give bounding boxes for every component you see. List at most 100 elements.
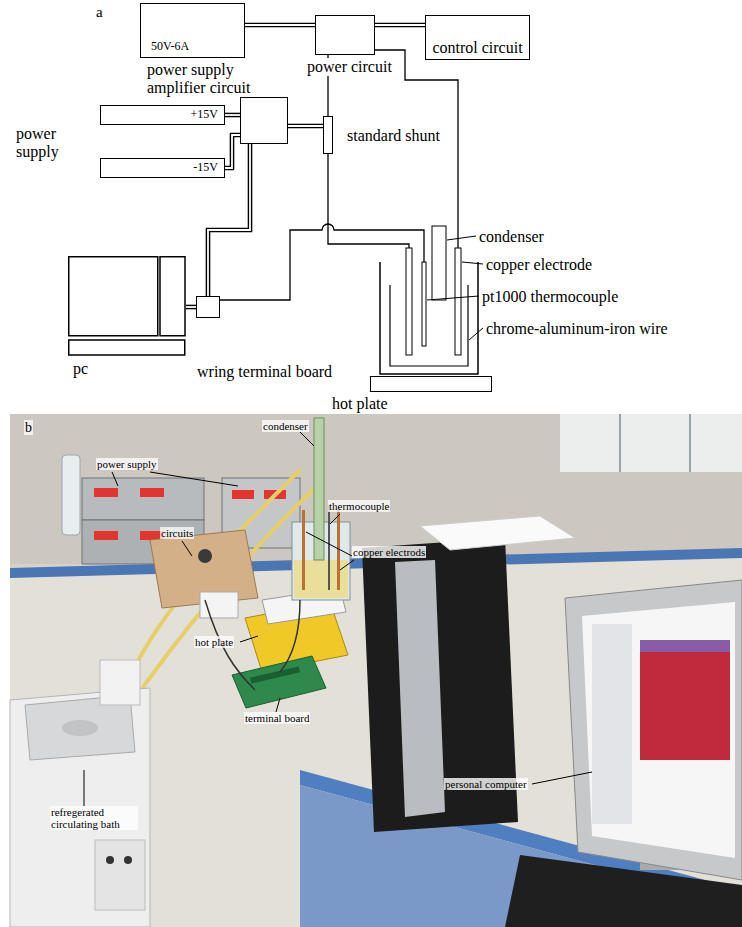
box-label: power circuit <box>306 58 393 76</box>
photo-label: terminal board <box>244 712 310 724</box>
computer-drawing <box>68 256 186 356</box>
keyboard <box>505 855 742 927</box>
photo-label: circuits <box>160 527 194 539</box>
double-wire <box>245 24 315 26</box>
circuit-box <box>198 549 212 563</box>
double-wire <box>186 305 196 310</box>
box-label: standard shunt <box>346 127 441 145</box>
wire-connector <box>225 115 240 116</box>
lab-photo <box>689 414 691 472</box>
box-label: hot plate <box>331 395 389 413</box>
leader-line <box>306 532 352 556</box>
box-text: -15V <box>193 161 218 174</box>
wire-connector <box>186 307 196 308</box>
double-wire <box>375 23 425 28</box>
leader-line <box>112 472 118 486</box>
double-wire <box>225 135 240 168</box>
leader-line <box>447 236 476 240</box>
control-circuit-box: control circuit <box>425 15 530 60</box>
circulating-bath <box>95 840 145 910</box>
amplifier-circuit-box: amplifier circuit <box>240 97 288 144</box>
computer: pc <box>68 256 186 356</box>
wire <box>375 50 458 248</box>
part-label: copper electrode <box>485 256 593 274</box>
box-text: 50V-6A <box>151 40 189 53</box>
power-supply-units <box>232 490 254 499</box>
voltage-box: +15V <box>100 105 225 125</box>
power-supply-box: 50V-6Apower supply <box>140 3 245 58</box>
monitor <box>640 640 730 652</box>
photo-label: hot plate <box>194 636 234 648</box>
circulating-bath <box>100 660 140 705</box>
monitor <box>565 580 742 880</box>
box-text: control circuit <box>432 39 522 57</box>
double-wire <box>288 125 323 127</box>
wire <box>220 50 458 300</box>
photo-label: copper electrods <box>352 546 426 558</box>
double-wire <box>225 114 240 116</box>
hot-plate: hot plate <box>370 376 492 392</box>
leader-line <box>427 296 479 300</box>
yellow-tubes <box>120 470 318 706</box>
double-wire <box>288 124 323 129</box>
photo-label: condenser <box>262 420 309 432</box>
outlet-strip <box>200 592 238 618</box>
terminal-board-photo <box>250 666 300 683</box>
power-supply-units <box>140 488 164 497</box>
standard-shunt: standard shunt <box>323 116 333 154</box>
beaker-setup <box>455 248 461 355</box>
part-label: a <box>95 4 104 21</box>
water-bottle <box>62 455 80 535</box>
cables <box>280 600 300 672</box>
lab-photo <box>10 414 742 927</box>
circulating-bath <box>10 660 150 927</box>
leader-line <box>150 472 238 486</box>
box-label: wring terminal board <box>196 363 333 381</box>
wire-connector <box>225 135 240 168</box>
part-label: pt1000 thermocouple <box>481 288 619 306</box>
monitor <box>592 624 632 824</box>
wire-connector <box>245 25 315 26</box>
photo-label: refregerated circulating bath <box>50 806 138 830</box>
photo-label: thermocouple <box>328 500 390 512</box>
monitor <box>640 652 730 760</box>
circulating-bath <box>124 856 132 864</box>
double-wire <box>186 306 196 308</box>
beaker-setup <box>380 226 478 374</box>
keyboard-symbol <box>69 340 185 355</box>
pc-tower <box>420 516 575 550</box>
leader-line <box>84 770 85 806</box>
power-supply-units <box>94 531 118 540</box>
beaker-setup <box>406 248 412 355</box>
leader-line <box>532 772 592 784</box>
box-text: +15V <box>191 108 218 121</box>
beaker-setup <box>380 262 478 374</box>
double-wire <box>245 23 315 28</box>
circulating-bath <box>10 688 150 927</box>
leader-line <box>330 514 340 524</box>
leader-line <box>300 432 314 446</box>
wire-connector <box>288 126 323 127</box>
double-wire <box>375 24 425 26</box>
double-wire <box>225 113 240 118</box>
wire-connector <box>375 25 425 26</box>
leader-line <box>84 432 592 806</box>
leader-line <box>340 560 354 570</box>
part-label: chrome-aluminum-iron wire <box>485 320 669 338</box>
monitor <box>582 602 735 858</box>
monitor-symbol <box>69 257 158 336</box>
leader-line <box>276 698 280 712</box>
water-bottle <box>62 455 80 535</box>
power-supply-units <box>82 478 204 520</box>
beaker-photo <box>328 505 330 590</box>
photo-label: b <box>24 420 33 435</box>
pc-tower <box>362 516 575 832</box>
beaker-photo <box>302 510 305 590</box>
box-label: pc <box>72 360 89 378</box>
lab-photo <box>560 414 742 472</box>
leader-line <box>240 636 258 642</box>
leader-line <box>427 236 483 340</box>
lab-photo <box>619 414 621 472</box>
